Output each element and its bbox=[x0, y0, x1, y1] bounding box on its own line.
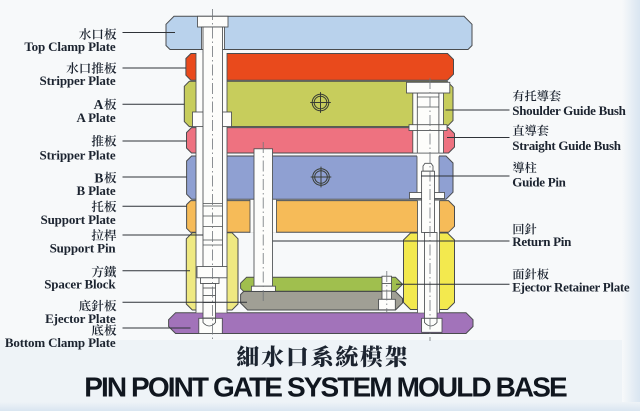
svg-text:Top Clamp Plate: Top Clamp Plate bbox=[24, 39, 116, 54]
svg-text:PIN POINT GATE SYSTEM MOULD BA: PIN POINT GATE SYSTEM MOULD BASE bbox=[84, 372, 567, 403]
svg-text:A Plate: A Plate bbox=[76, 110, 115, 125]
svg-text:Support Plate: Support Plate bbox=[41, 212, 116, 227]
svg-text:Spacer Block: Spacer Block bbox=[44, 277, 116, 292]
svg-text:Ejector Retainer Plate: Ejector Retainer Plate bbox=[512, 279, 630, 294]
svg-text:Ejector Plate: Ejector Plate bbox=[45, 311, 116, 326]
svg-text:Stripper Plate: Stripper Plate bbox=[39, 73, 115, 88]
svg-text:B Plate: B Plate bbox=[76, 183, 115, 198]
svg-text:Shoulder Guide Bush: Shoulder Guide Bush bbox=[512, 103, 626, 118]
svg-text:Return Pin: Return Pin bbox=[512, 234, 572, 249]
svg-text:Support Pin: Support Pin bbox=[50, 240, 117, 255]
svg-text:Bottom Clamp Plate: Bottom Clamp Plate bbox=[5, 335, 116, 350]
svg-text:Stripper Plate: Stripper Plate bbox=[39, 148, 115, 163]
svg-text:A: A bbox=[94, 97, 104, 112]
svg-text:B: B bbox=[94, 170, 103, 185]
svg-text:Straight Guide Bush: Straight Guide Bush bbox=[512, 138, 622, 153]
svg-text:Guide Pin: Guide Pin bbox=[512, 174, 566, 189]
